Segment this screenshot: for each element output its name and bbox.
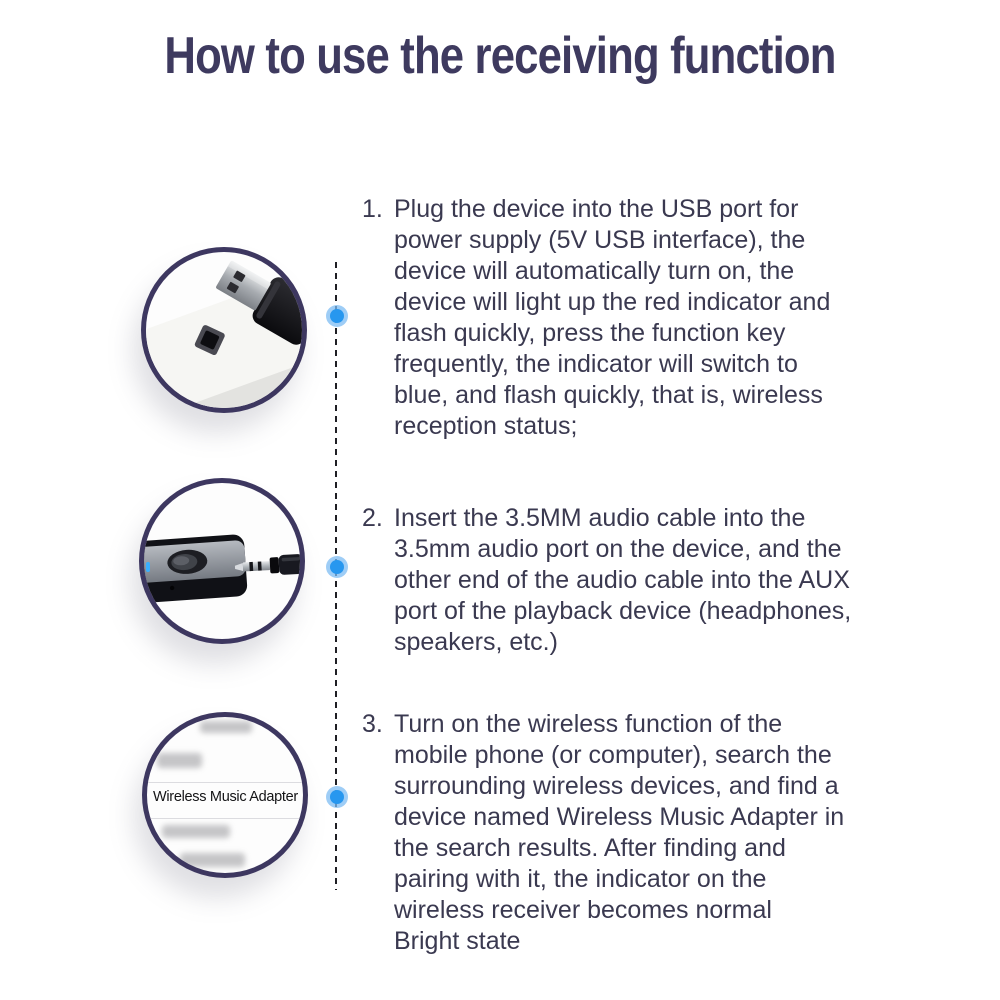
- timeline-dot-step-2: [326, 556, 348, 578]
- step-item-1: 1. Plug the device into the USB port for…: [362, 194, 924, 442]
- timeline-dot-step-3: [326, 786, 348, 808]
- step-text: Plug the device into the USB port for po…: [394, 195, 831, 440]
- blurred-list-item: [200, 721, 252, 733]
- list-divider: [147, 782, 303, 783]
- blurred-list-item: [162, 825, 230, 838]
- step-number: 3.: [362, 710, 383, 738]
- audio-jack-icon: [144, 534, 300, 605]
- usb-plug-photo: [141, 247, 307, 413]
- timeline-dot-step-1: [326, 305, 348, 327]
- step-number: 2.: [362, 504, 383, 532]
- device-list-photo: Wireless Music Adapter: [142, 712, 308, 878]
- device-name-label: Wireless Music Adapter: [153, 789, 298, 805]
- step-item-3: 3. Turn on the wireless function of the …: [362, 709, 924, 957]
- usb-plug-icon: [146, 260, 302, 408]
- step-item-2: 2. Insert the 3.5MM audio cable into the…: [362, 503, 924, 658]
- step-number: 1.: [362, 195, 383, 223]
- page-title: How to use the receiving function: [164, 27, 836, 85]
- blurred-list-item: [180, 853, 245, 867]
- step-text: Turn on the wireless function of the mob…: [394, 710, 845, 955]
- blurred-list-item: [157, 753, 202, 768]
- led-indicator-icon: [146, 562, 150, 572]
- step-text: Insert the 3.5MM audio cable into the 3.…: [394, 504, 852, 656]
- list-divider: [147, 818, 303, 819]
- audio-jack-photo: [139, 478, 305, 644]
